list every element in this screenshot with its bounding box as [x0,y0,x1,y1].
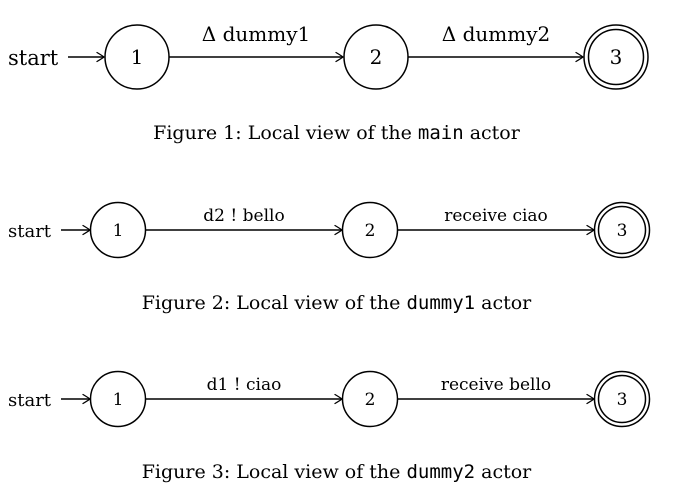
state-2-label: 2 [365,221,376,241]
caption-prefix: Figure 1: Local view of the [153,122,412,144]
figure-2-caption: Figure 2: Local view of the dummy1 actor [0,292,673,314]
state-2-label: 2 [365,390,376,410]
figure-3-caption: Figure 3: Local view of the dummy2 actor [0,461,673,483]
transition-1-2-label: d2 ! bello [203,206,284,226]
caption-prefix: Figure 2: Local view of the [141,292,401,314]
state-3-label: 3 [610,45,623,69]
state-1-label: 1 [113,390,124,410]
figure-1-automaton: start 1 Δ dummy1 2 Δ dummy2 3 [8,22,649,90]
accepting-state-3-inner [597,205,647,255]
caption-suffix: actor [481,292,532,314]
transition-2-3-label: Δ dummy2 [442,22,550,46]
start-label: start [8,46,59,70]
caption-actor-name: dummy2 [406,461,476,483]
state-3-label: 3 [617,390,628,410]
figure-1-caption: Figure 1: Local view of the main actor [0,122,673,144]
start-label: start [8,221,52,242]
state-2-label: 2 [370,45,383,69]
figure-2-automaton: start 1 d2 ! bello 2 receive ciao 3 [8,201,651,259]
accepting-state-3-inner [587,28,645,86]
state-1-label: 1 [131,45,144,69]
caption-actor-name: dummy1 [406,292,476,314]
state-3-label: 3 [617,221,628,241]
state-1-label: 1 [113,221,124,241]
transition-1-2-label: d1 ! ciao [207,375,282,395]
transition-2-3-label: receive ciao [444,206,548,226]
start-label: start [8,390,52,411]
accepting-state-3-inner [597,374,647,424]
figure-3-automaton: start 1 d1 ! ciao 2 receive bello 3 [8,370,651,428]
transition-1-2-label: Δ dummy1 [202,22,310,46]
caption-suffix: actor [481,461,532,483]
transition-2-3-label: receive bello [441,375,551,395]
caption-suffix: actor [469,122,520,144]
caption-prefix: Figure 3: Local view of the [141,461,401,483]
caption-actor-name: main [417,122,464,144]
